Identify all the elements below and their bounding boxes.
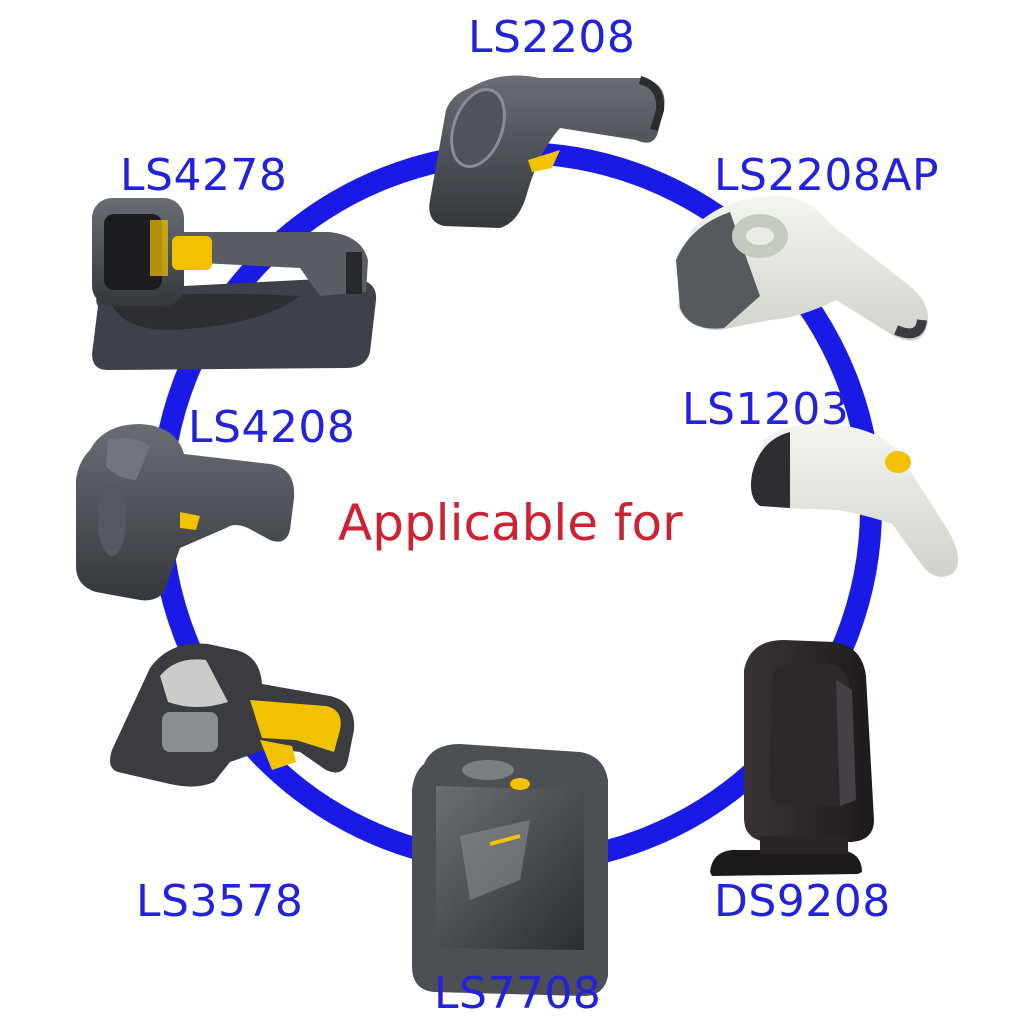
scanner-ds9208-image: [710, 640, 874, 876]
model-label-ls2208ap: LS2208AP: [714, 150, 940, 201]
model-label-ls4278: LS4278: [120, 150, 288, 201]
model-label-ls3578: LS3578: [136, 876, 304, 927]
scanner-ls2208-image: [429, 75, 665, 229]
scanner-ls7708-image: [412, 744, 608, 996]
applicable-for-heading: Applicable for: [338, 494, 683, 552]
scanner-ls3578-image: [110, 643, 355, 787]
scanner-ls1203-image: [750, 423, 959, 577]
scanner-ls4208-image: [76, 424, 295, 601]
model-label-ls1203: LS1203: [682, 384, 850, 435]
scanner-ls2208ap-image: [676, 196, 928, 341]
model-label-ds9208: DS9208: [714, 876, 891, 927]
model-label-ls7708: LS7708: [434, 968, 602, 1019]
scanner-ls4278-image: [92, 198, 377, 370]
model-label-ls2208: LS2208: [468, 12, 636, 63]
model-label-ls4208: LS4208: [188, 402, 356, 453]
